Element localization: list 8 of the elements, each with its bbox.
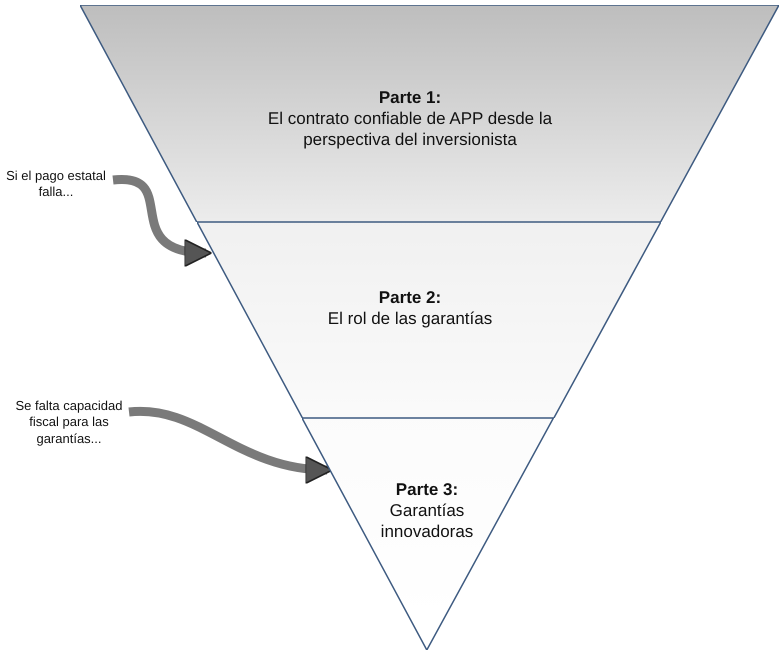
band-text: El contrato confiable de APP desde la perspectiva del inversionista	[266, 108, 554, 150]
note-text: Si el pago estatal falla...	[0, 168, 112, 200]
band-text: El rol de las garantías	[326, 308, 494, 330]
band-text: Garantías innovadoras	[380, 500, 474, 542]
band-heading: Parte 3:	[394, 480, 460, 500]
band-heading: Parte 2:	[378, 288, 442, 308]
note-text: Se falta capacidad fiscal para las garantías...	[10, 398, 128, 447]
band-heading: Parte 1:	[378, 88, 442, 108]
